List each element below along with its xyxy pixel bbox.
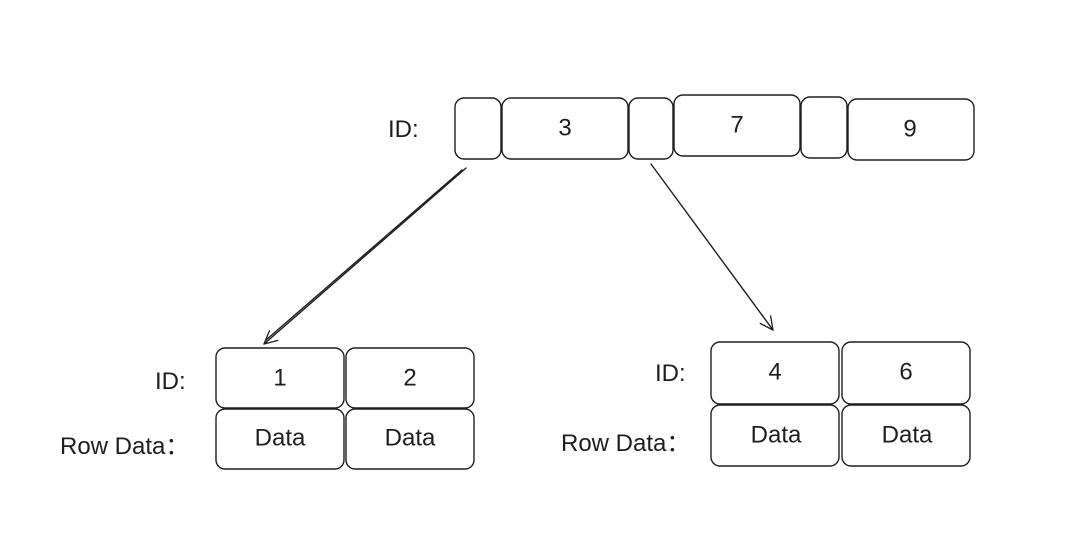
right-leaf-key-6: 6 — [841, 341, 971, 405]
root-key-3: 3 — [501, 97, 629, 160]
left-leaf-id-label: ID: — [155, 368, 186, 395]
right-leaf-data-1-text: Data — [751, 422, 802, 449]
left-leaf-data-1-box — [215, 408, 345, 470]
left-leaf-data-1-text: Data — [255, 425, 306, 452]
left-leaf-key-2-box — [345, 347, 475, 409]
arrow-to-left-leaf — [263, 167, 467, 345]
root-pointer-slot-2-box — [628, 97, 674, 160]
root-key-3-text: 3 — [558, 115, 571, 142]
right-leaf-data-1: Data — [710, 404, 840, 467]
arrow-to-right-leaf — [650, 163, 774, 331]
root-id-label: ID: — [388, 116, 419, 143]
right-leaf-key-6-box — [841, 341, 971, 405]
right-leaf-data-2-text: Data — [882, 422, 933, 449]
right-leaf-data-2-box — [841, 404, 971, 467]
left-leaf-key-1-text: 1 — [273, 365, 286, 392]
root-pointer-slot-1-box — [454, 97, 502, 160]
root-key-7: 7 — [673, 94, 801, 157]
right-leaf-id-label: ID: — [655, 360, 686, 387]
root-node: ID: 3 7 9 — [388, 94, 975, 161]
root-key-9: 9 — [847, 98, 975, 161]
left-leaf-data-2-box — [345, 408, 475, 470]
right-leaf-key-4-text: 4 — [768, 359, 781, 386]
left-leaf-key-2: 2 — [345, 347, 475, 409]
right-leaf-key-6-text: 6 — [899, 359, 912, 386]
root-key-7-text: 7 — [730, 112, 743, 139]
right-leaf-data-1-box — [710, 404, 840, 467]
left-leaf-data-1: Data — [215, 408, 345, 470]
left-leaf-data-2-text: Data — [385, 425, 436, 452]
right-leaf-node: ID: Row Data： 4 6 Data Data — [561, 341, 971, 467]
right-leaf-row-label: Row Data： — [561, 430, 690, 457]
left-leaf-node: ID: Row Data： 1 2 Data Data — [60, 347, 475, 470]
root-key-9-text: 9 — [903, 116, 916, 143]
right-leaf-key-4: 4 — [710, 341, 840, 405]
root-pointer-slot-3-box — [800, 96, 848, 159]
left-leaf-key-1-box — [215, 347, 345, 409]
root-key-9-box — [847, 98, 975, 161]
right-leaf-data-2: Data — [841, 404, 971, 467]
left-leaf-row-label: Row Data： — [60, 433, 189, 460]
left-leaf-data-2: Data — [345, 408, 475, 470]
root-key-7-box — [673, 94, 801, 157]
root-pointer-slot-3 — [800, 96, 848, 159]
left-leaf-key-1: 1 — [215, 347, 345, 409]
root-key-3-box — [501, 97, 629, 160]
left-leaf-key-2-text: 2 — [403, 365, 416, 392]
right-leaf-key-4-box — [710, 341, 840, 405]
root-pointer-slot-1 — [454, 97, 502, 160]
root-pointer-slot-2 — [628, 97, 674, 160]
